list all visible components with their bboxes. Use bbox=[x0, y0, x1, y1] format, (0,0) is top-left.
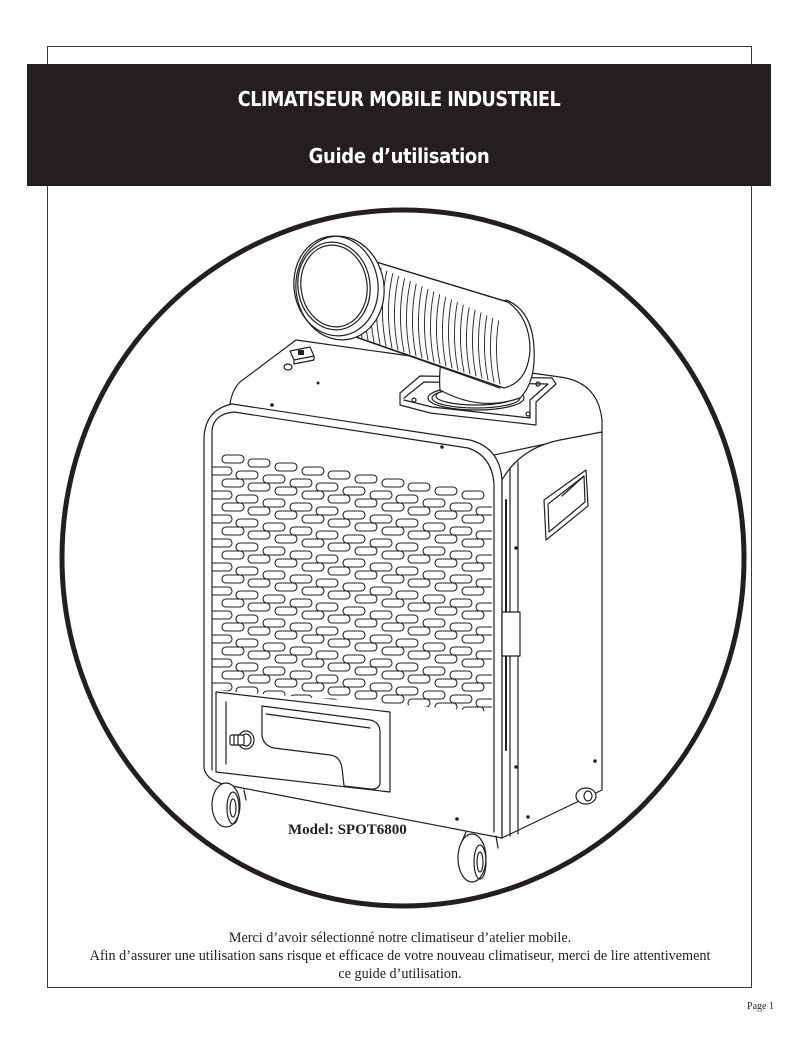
intro-line-2: Afin d’assurer une utilisation sans risq… bbox=[89, 948, 711, 964]
caster-front-right bbox=[457, 831, 499, 883]
side-panel bbox=[501, 431, 603, 839]
caster-rear-right bbox=[575, 787, 597, 805]
page-number: Page 1 bbox=[747, 1001, 774, 1012]
circle-frame bbox=[59, 207, 747, 909]
intro-line-3: ce guide d’utilisation. bbox=[338, 966, 462, 982]
tank-handle bbox=[261, 705, 381, 790]
intro-line-1: Merci d’avoir sélectionné notre climatis… bbox=[228, 930, 572, 946]
document-title: CLIMATISEUR MOBILE INDUSTRIEL bbox=[237, 87, 561, 111]
grill-louvers bbox=[212, 454, 492, 712]
hose-nozzle bbox=[293, 235, 385, 341]
document-subtitle: Guide d’utilisation bbox=[308, 144, 490, 168]
title-banner: CLIMATISEUR MOBILE INDUSTRIEL Guide d’ut… bbox=[27, 64, 771, 186]
control-switch-icon bbox=[289, 346, 315, 365]
intro-text: Merci d’avoir sélectionné notre climatis… bbox=[50, 929, 750, 983]
page-border-frame bbox=[47, 46, 752, 988]
side-handle bbox=[543, 469, 589, 541]
model-label: Model: SPOT6800 bbox=[288, 822, 407, 838]
drain-fitting-icon bbox=[229, 730, 255, 750]
caster-front-left bbox=[211, 782, 247, 828]
